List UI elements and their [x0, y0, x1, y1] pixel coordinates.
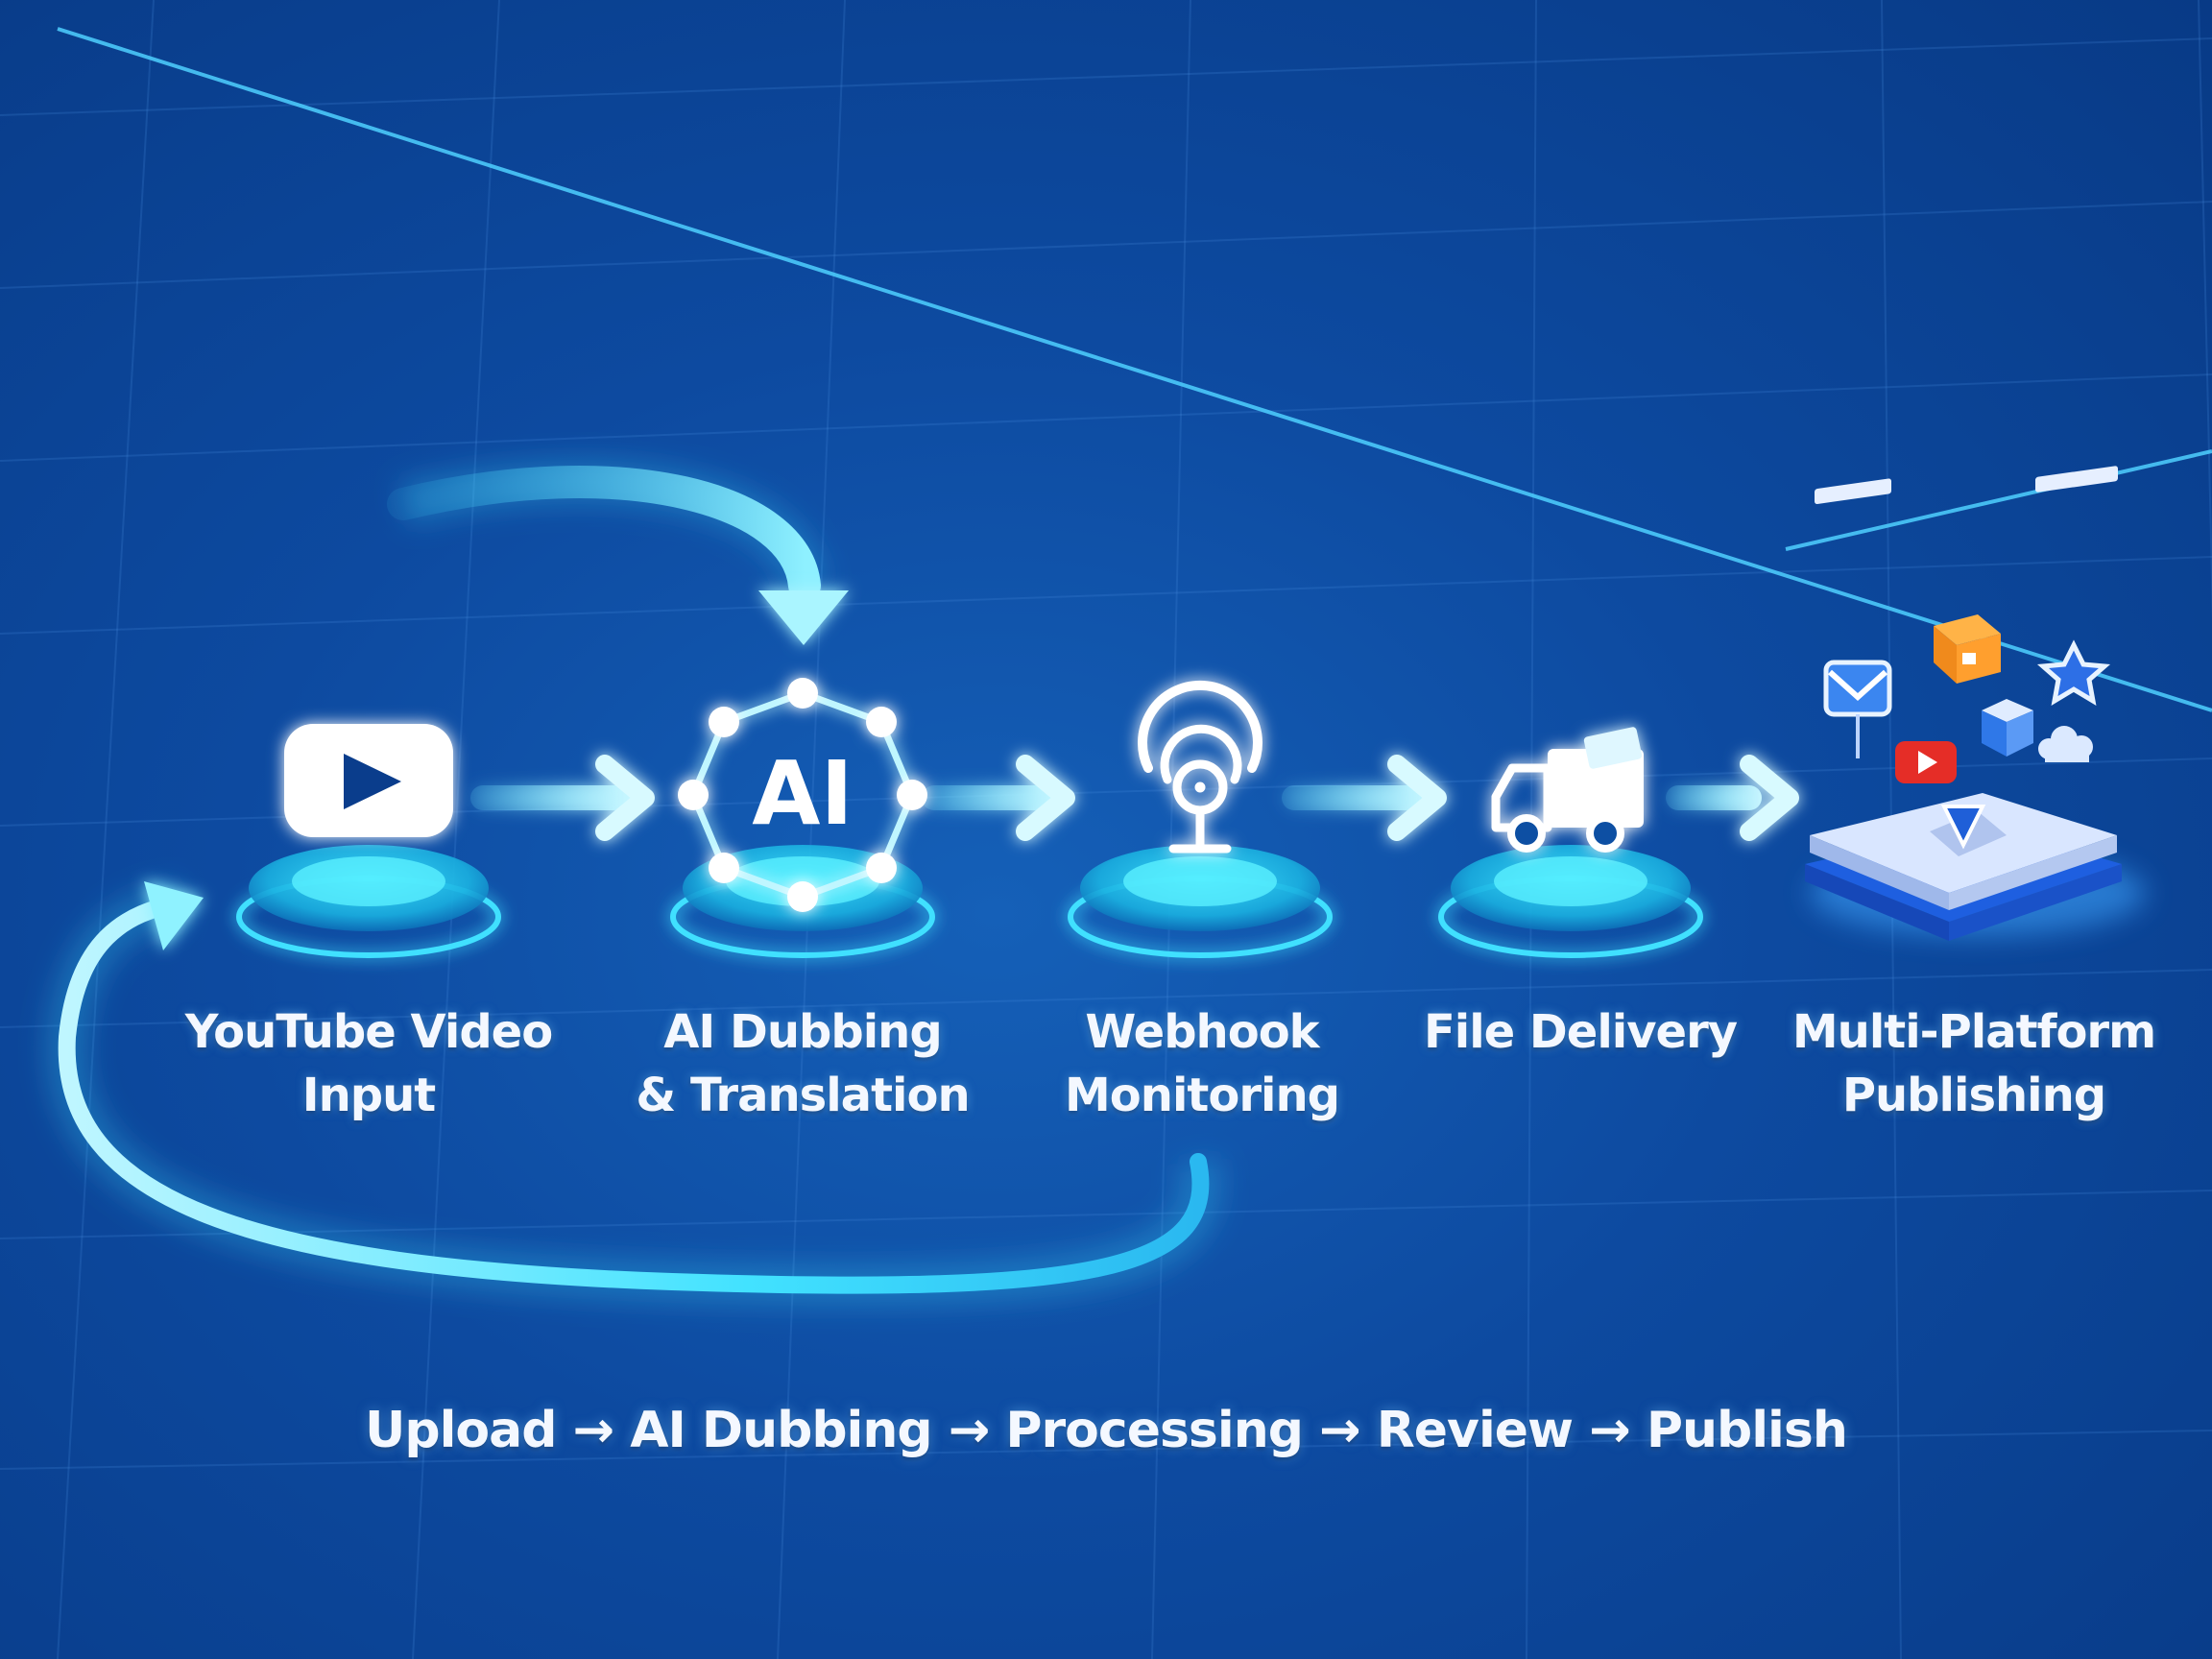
step-label-line: & Translation [636, 1069, 970, 1122]
arrow-delivery-to-publishing [1666, 755, 1799, 841]
step-label-youtube: YouTube Video Input [184, 1000, 553, 1127]
arrow-webhook-to-delivery [1282, 755, 1447, 841]
step-label-ai: AI Dubbing & Translation [636, 1000, 970, 1127]
pipeline-separator: → [931, 1402, 1006, 1459]
youtube-play-icon [284, 724, 453, 837]
pipeline-stage: Publish [1646, 1402, 1848, 1459]
top-loop-arrow [387, 460, 849, 645]
pipeline-stage: Processing [1005, 1402, 1304, 1459]
webhook-antenna-icon [1138, 680, 1262, 854]
step-label-publishing: Multi-Platform Publishing [1791, 1000, 2156, 1127]
pad-webhook [1068, 845, 1333, 958]
step-label-line: AI Dubbing [663, 1005, 942, 1059]
step-label-line: Publishing [1841, 1069, 2106, 1122]
pipeline-separator: → [556, 1402, 631, 1459]
pipeline-stage: Review [1376, 1402, 1574, 1459]
arrow-youtube-to-ai [470, 755, 655, 841]
step-label-webhook: Webhook Monitoring [1065, 1000, 1340, 1127]
pad-youtube [236, 845, 501, 958]
step-label-delivery: File Delivery [1423, 1000, 1738, 1064]
step-label-line: YouTube Video [184, 1005, 553, 1059]
pipeline-caption: Upload → AI Dubbing → Processing → Revie… [0, 1402, 2212, 1459]
multi-platform-icon [1805, 466, 2146, 941]
ai-network-icon: AI [678, 678, 927, 912]
pad-delivery [1438, 845, 1703, 958]
step-label-line: Input [301, 1069, 437, 1122]
step-label-line: Webhook [1085, 1005, 1319, 1059]
pipeline-separator: → [1573, 1402, 1647, 1459]
ai-icon-text: AI [752, 742, 853, 845]
feedback-loop-arrow [45, 881, 1222, 1307]
step-label-line: Monitoring [1065, 1069, 1340, 1122]
pipeline-stage: AI Dubbing [630, 1402, 932, 1459]
pipeline-separator: → [1302, 1402, 1377, 1459]
arrow-ai-to-webhook [922, 755, 1075, 841]
step-label-line: File Delivery [1423, 1005, 1738, 1059]
delivery-truck-icon [1491, 727, 1644, 853]
pipeline-stage: Upload [365, 1402, 557, 1459]
step-label-line: Multi-Platform [1791, 1005, 2156, 1059]
